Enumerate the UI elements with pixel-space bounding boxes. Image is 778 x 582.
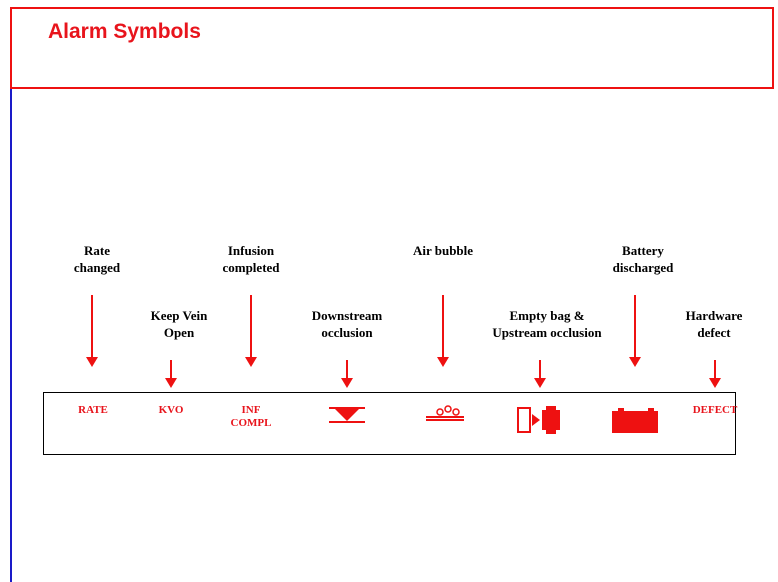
arrow-rate (86, 295, 98, 367)
label-keep-vein-open: Keep Vein Open (150, 308, 208, 340)
arrow-battery (629, 295, 641, 367)
empty-bag-icon (517, 406, 560, 434)
code-rate: RATE (78, 404, 108, 416)
arrow-inf-compl (245, 295, 257, 367)
code-defect: DEFECT (692, 404, 738, 416)
label-battery-discharged: Battery discharged (612, 243, 674, 275)
page-title: Alarm Symbols (48, 20, 201, 43)
header-frame (10, 7, 774, 89)
arrow-downstream (341, 360, 353, 388)
arrow-empty-bag (534, 360, 546, 388)
air-bubble-icon (426, 405, 464, 421)
arrow-air-bubble (437, 295, 449, 367)
label-downstream-occlusion: Downstream occlusion (311, 308, 383, 340)
label-empty-bag-upstream-occlusion: Empty bag & Upstream occlusion (492, 308, 602, 340)
code-kvo: KVO (158, 404, 184, 416)
code-inf-compl: INF COMPL (230, 404, 272, 429)
left-rule (10, 89, 12, 582)
arrow-kvo (165, 360, 177, 388)
label-air-bubble: Air bubble (412, 243, 474, 258)
label-rate-changed: Rate changed (73, 243, 121, 275)
label-hardware-defect: Hardware defect (685, 308, 743, 340)
downstream-occlusion-icon (329, 407, 365, 423)
battery-icon (612, 408, 658, 433)
label-infusion-completed: Infusion completed (222, 243, 280, 275)
arrow-defect (709, 360, 721, 388)
